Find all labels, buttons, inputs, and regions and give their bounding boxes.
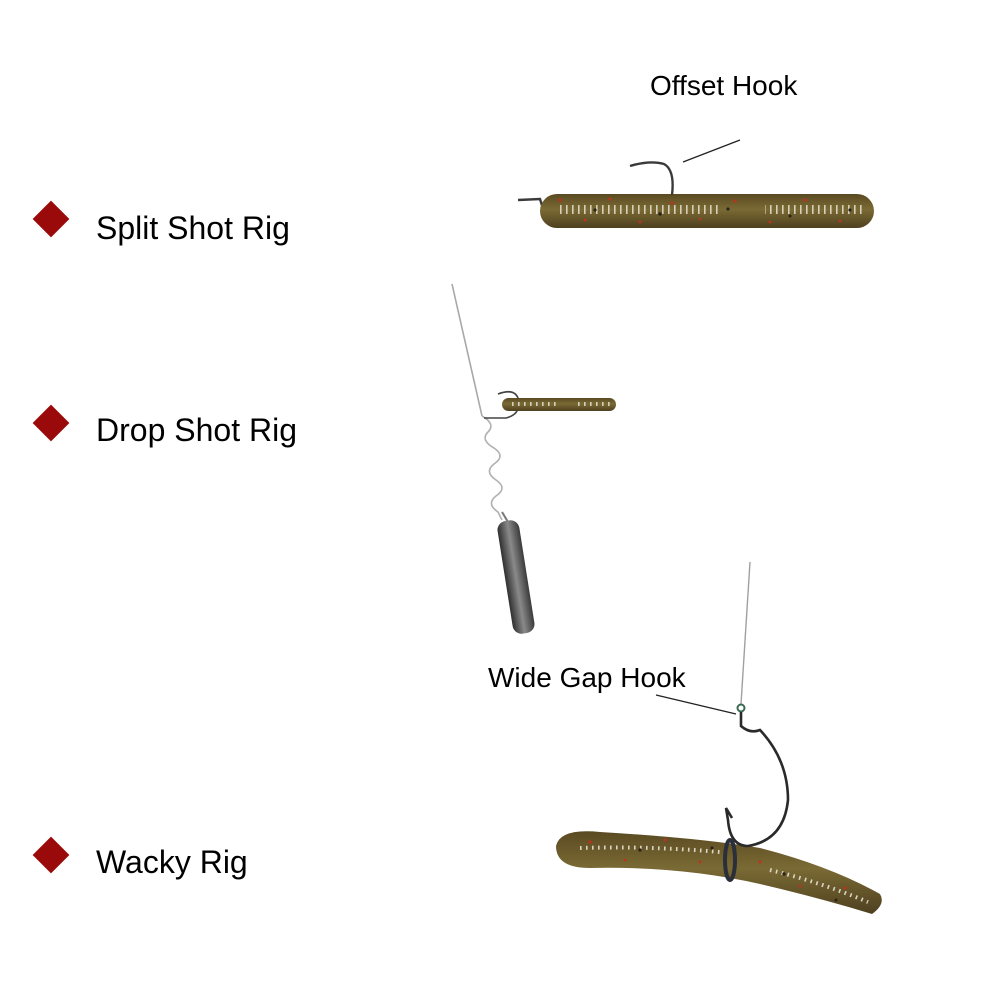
rig-label-split-shot: Split Shot Rig <box>96 210 290 246</box>
callout-wide-gap-hook: Wide Gap Hook <box>488 662 686 693</box>
rig-label-drop-shot: Drop Shot Rig <box>96 412 297 448</box>
wacky-rig-illustration <box>556 561 882 914</box>
split-shot-worm-illustration <box>517 139 874 228</box>
rig-label-wacky: Wacky Rig <box>96 844 248 880</box>
callout-offset-hook: Offset Hook <box>650 70 798 101</box>
drop-shot-illustration <box>451 283 616 634</box>
